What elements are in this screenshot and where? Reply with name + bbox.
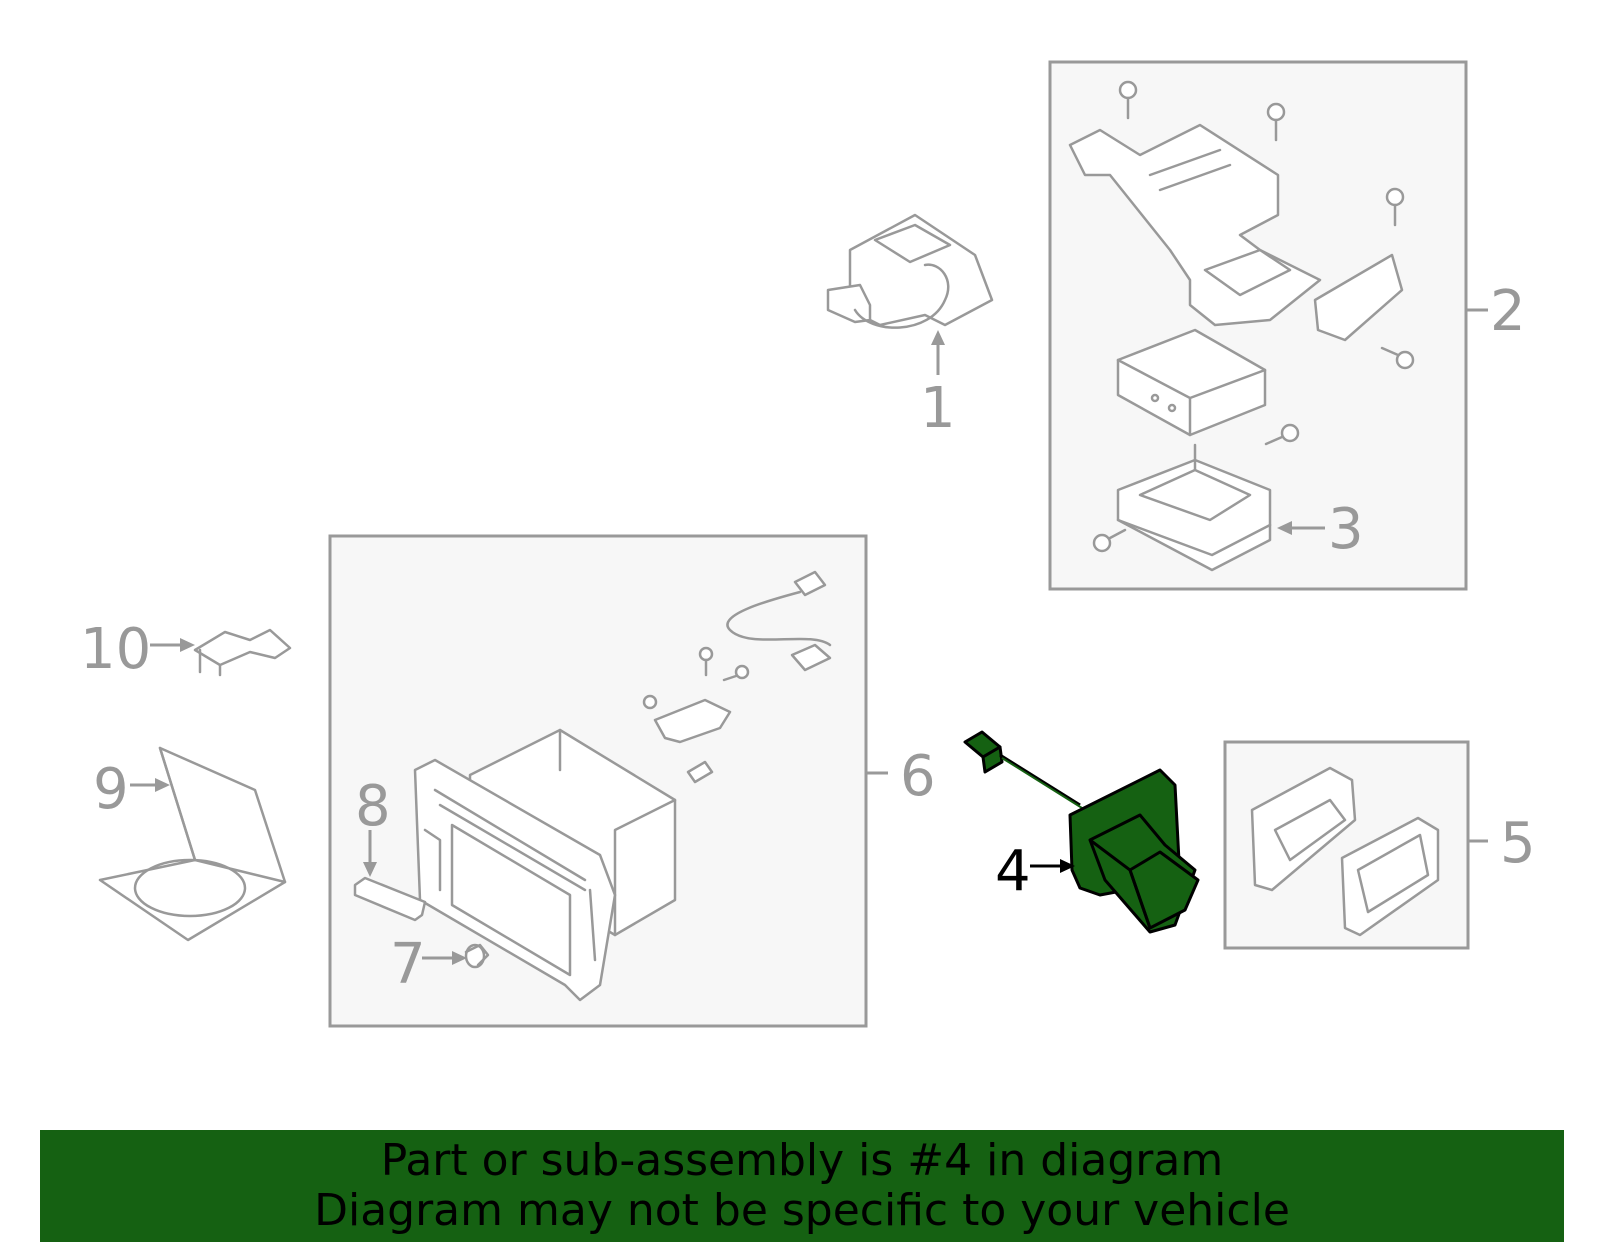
- part-4-camera-highlighted[interactable]: [963, 730, 1200, 934]
- callout-6[interactable]: 6: [900, 744, 936, 809]
- part-10-clip[interactable]: [193, 628, 292, 677]
- screw-icon: [1380, 346, 1415, 370]
- part-9-cover[interactable]: [98, 746, 287, 942]
- arrow-8: [363, 862, 377, 877]
- banner-line-1: Part or sub-assembly is #4 in diagram: [380, 1135, 1224, 1186]
- arrow-3: [1277, 521, 1292, 535]
- screw-icon: [698, 646, 714, 677]
- part-6-head-unit[interactable]: [413, 570, 832, 1002]
- banner-line-2: Diagram may not be specific to your vehi…: [314, 1185, 1290, 1236]
- part-5-camera-housing[interactable]: [1250, 766, 1440, 937]
- screw-icon: [1118, 80, 1138, 120]
- screw-icon: [1264, 423, 1300, 446]
- part-8-button[interactable]: [353, 876, 427, 922]
- screw-icon: [1266, 102, 1286, 142]
- callout-1[interactable]: 1: [920, 376, 956, 441]
- part-1-module-bracket[interactable]: [826, 213, 994, 329]
- info-banner: Part or sub-assembly is #4 in diagram Di…: [40, 1130, 1564, 1242]
- callout-4[interactable]: 4: [995, 839, 1031, 904]
- callout-3[interactable]: 3: [1328, 497, 1364, 562]
- screw-icon: [1092, 528, 1127, 553]
- arrow-4: [1060, 859, 1075, 873]
- screw-icon: [722, 664, 750, 682]
- part-3-tray[interactable]: [1092, 443, 1272, 572]
- arrow-7: [452, 951, 467, 965]
- callout-8[interactable]: 8: [355, 774, 391, 839]
- callout-2[interactable]: 2: [1490, 279, 1526, 344]
- callout-9[interactable]: 9: [93, 757, 129, 822]
- screw-icon: [642, 694, 658, 710]
- callout-10[interactable]: 10: [80, 617, 151, 682]
- callout-7[interactable]: 7: [390, 932, 426, 997]
- callout-5[interactable]: 5: [1500, 811, 1536, 876]
- screw-icon: [1385, 187, 1405, 227]
- part-2-mounting-bracket[interactable]: [1068, 80, 1415, 446]
- arrow-9: [155, 778, 170, 792]
- arrow-1: [931, 330, 945, 345]
- arrow-10: [180, 638, 195, 652]
- part-7-knob[interactable]: [464, 943, 490, 969]
